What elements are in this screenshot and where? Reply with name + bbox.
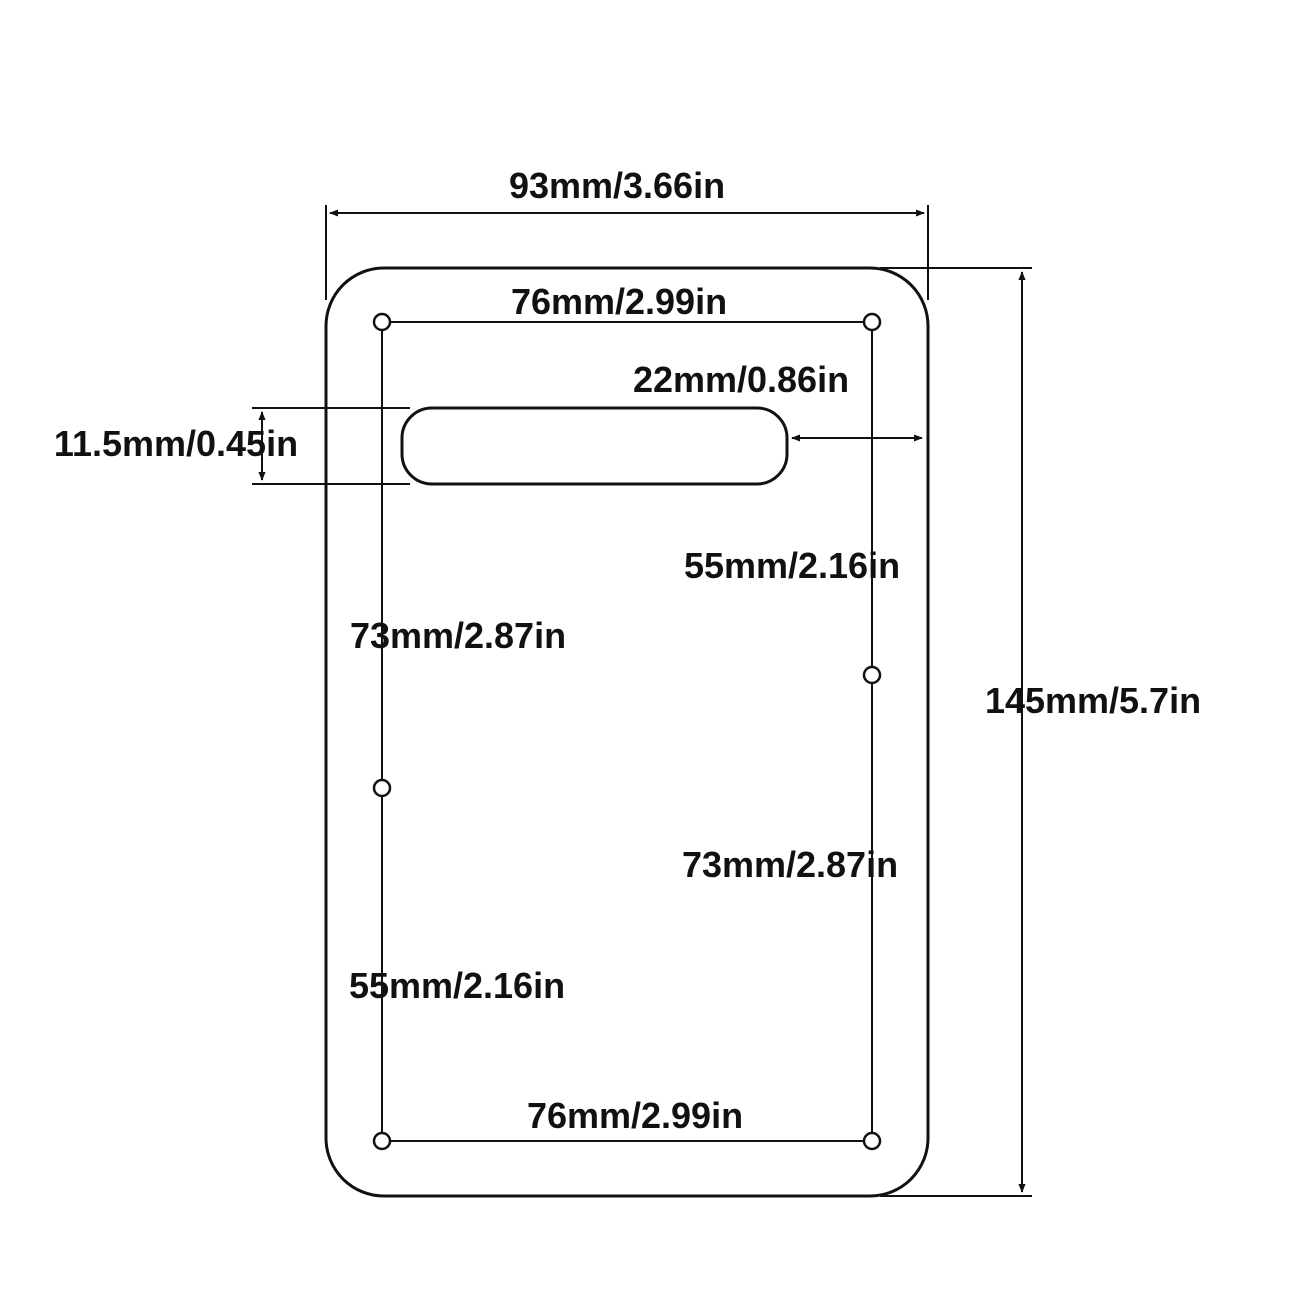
slot-height-dimension	[252, 407, 410, 485]
mounting-hole-top-right	[862, 312, 882, 332]
overall-height-label: 145mm/5.7in	[985, 680, 1201, 721]
overall-height-dimension	[880, 267, 1032, 1197]
top-hole-spacing-label: 76mm/2.99in	[511, 281, 727, 322]
right-upper-spacing-label: 55mm/2.16in	[684, 545, 900, 586]
slot-height-label: 11.5mm/0.45in	[54, 423, 298, 464]
hole-spacing-lines	[381, 321, 873, 1142]
left-lower-spacing-label: 55mm/2.16in	[349, 965, 565, 1006]
mounting-hole-top-left	[372, 312, 392, 332]
right-lower-spacing-label: 73mm/2.87in	[682, 844, 898, 885]
bottom-hole-spacing-label: 76mm/2.99in	[527, 1095, 743, 1136]
mounting-hole-bottom-left	[372, 1131, 392, 1151]
overall-width-dimension	[325, 205, 929, 300]
slot-offset-label: 22mm/0.86in	[633, 359, 849, 400]
backplate-outline	[324, 266, 930, 1198]
pickup-slot	[400, 406, 789, 486]
mounting-hole-right-middle	[862, 665, 882, 685]
mounting-hole-left-middle	[372, 778, 392, 798]
mounting-hole-bottom-right	[862, 1131, 882, 1151]
left-upper-spacing-label: 73mm/2.87in	[350, 615, 566, 656]
overall-width-label: 93mm/3.66in	[509, 165, 725, 206]
